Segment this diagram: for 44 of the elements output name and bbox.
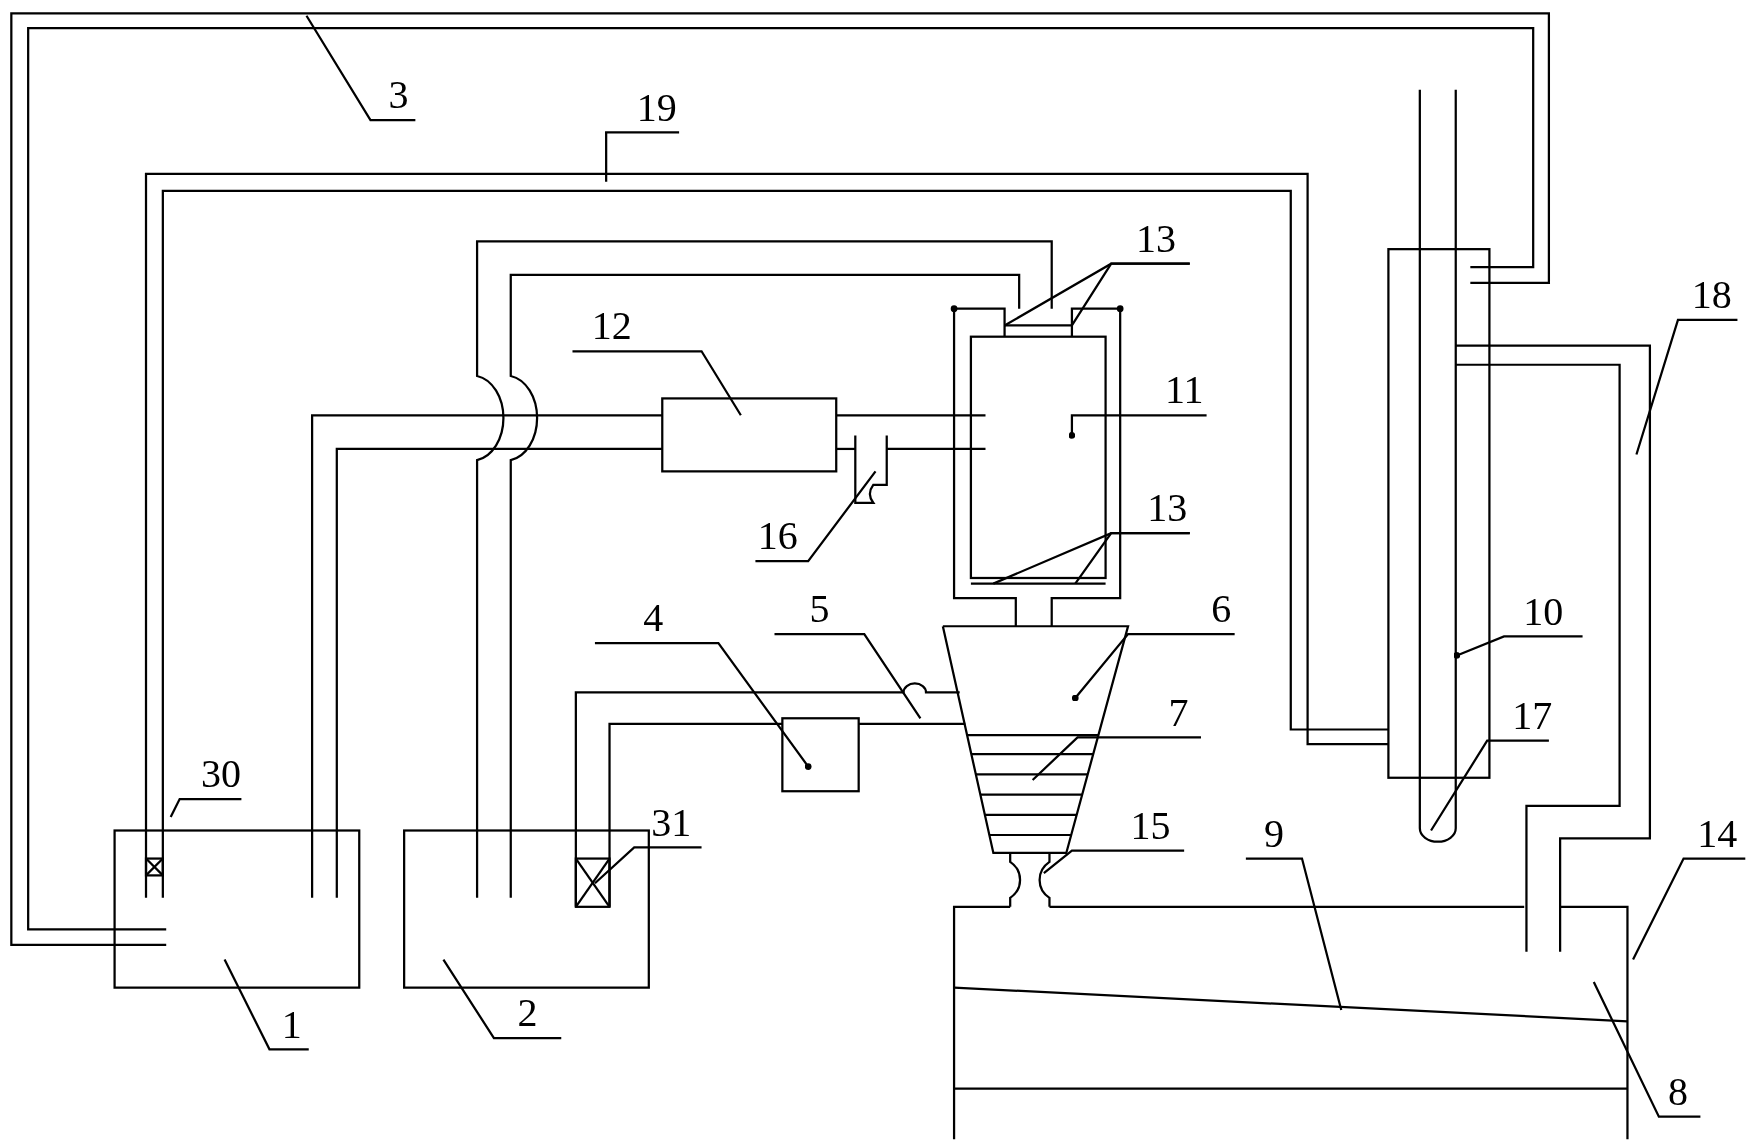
leader-line — [1635, 318, 1738, 455]
callout-number: 31 — [651, 802, 692, 843]
leader-line — [594, 641, 812, 770]
leader-line — [1453, 635, 1583, 659]
callout-number: 4 — [643, 598, 664, 639]
callout-number: 3 — [388, 75, 409, 116]
callout-number: 10 — [1523, 591, 1564, 632]
callout-number: 15 — [1130, 805, 1171, 846]
callout-number: 8 — [1668, 1071, 1689, 1112]
callout-number: 7 — [1168, 692, 1189, 733]
callout-number: 6 — [1211, 589, 1232, 630]
leader-line — [1430, 739, 1549, 832]
leader-line — [1071, 633, 1235, 702]
callout-number: 14 — [1697, 813, 1738, 854]
callout-number: 30 — [201, 754, 242, 795]
leader-line — [594, 846, 702, 885]
callout-number: 19 — [636, 87, 677, 128]
leader-line — [1074, 532, 1190, 585]
leader-line — [605, 131, 680, 182]
callout-number: 17 — [1512, 695, 1553, 736]
callout-number: 2 — [517, 993, 538, 1034]
leader-line — [305, 15, 416, 122]
callout-number: 12 — [591, 306, 632, 347]
callout-number: 5 — [809, 589, 830, 630]
leader-line — [1245, 857, 1343, 1011]
callout-number: 9 — [1263, 813, 1284, 854]
callout-number: 11 — [1164, 370, 1204, 411]
leader-line — [442, 958, 562, 1040]
callout-number: 1 — [281, 1004, 302, 1045]
leader-line — [1070, 262, 1190, 327]
leader-line — [223, 959, 309, 1051]
leader-line — [755, 470, 877, 563]
leader-line — [1031, 736, 1201, 781]
leader-line — [1043, 849, 1185, 875]
leader-line — [1632, 857, 1746, 961]
leader-line — [169, 797, 242, 818]
callout-number: 13 — [1147, 488, 1188, 529]
leader-line — [774, 633, 922, 719]
callout-number: 18 — [1691, 275, 1732, 315]
leader-line — [1592, 981, 1701, 1118]
callout-number: 16 — [757, 516, 798, 557]
leader-line — [1068, 414, 1207, 439]
callout-number: 13 — [1136, 218, 1177, 259]
leader-line — [572, 350, 742, 416]
